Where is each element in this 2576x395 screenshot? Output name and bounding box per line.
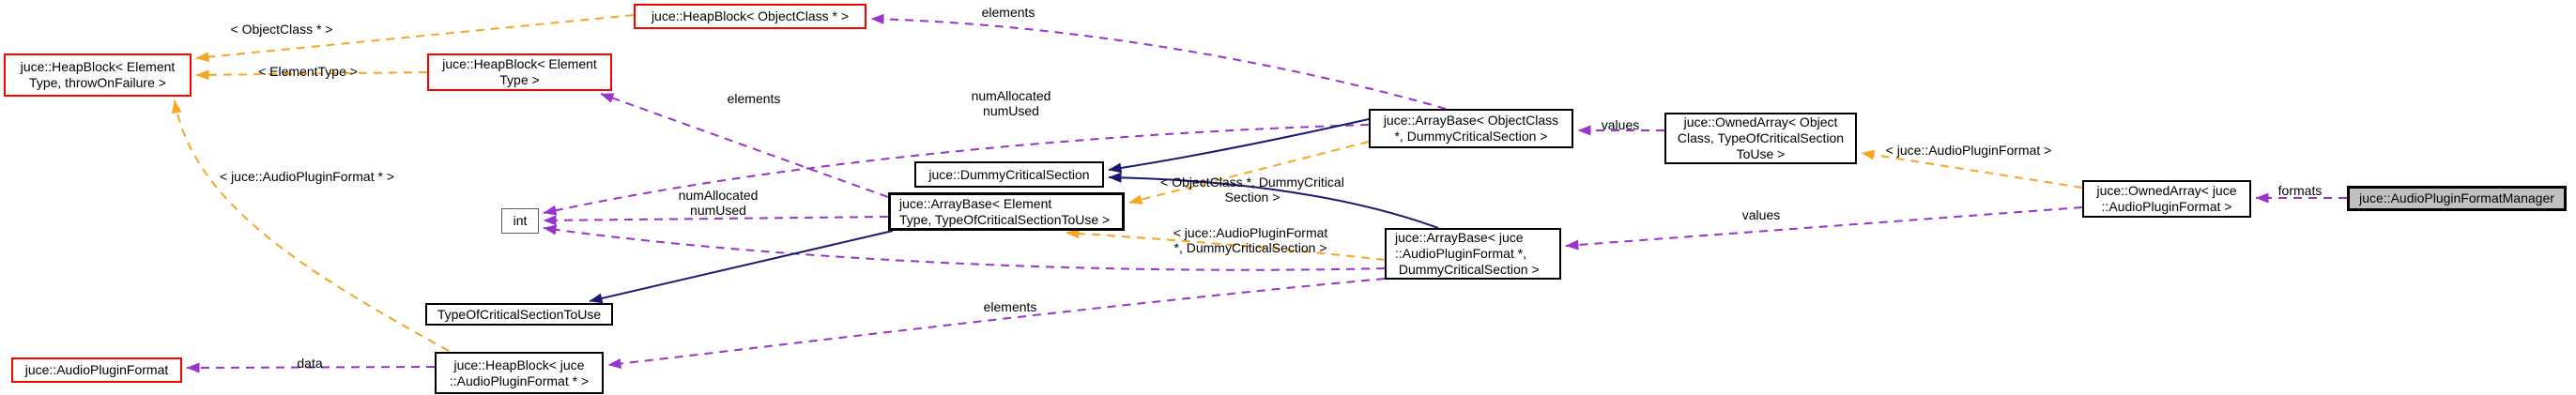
inheritance-edge-arraybase-oc-dummycs bbox=[1108, 118, 1370, 174]
inheritance-edge-arraybase-et-typeofcs bbox=[589, 230, 894, 304]
node-arraybase-elementtype-typeofcriticalsectiontouse[interactable]: juce::ArrayBase< Element Type, TypeOfCri… bbox=[888, 192, 1125, 231]
usage-edge-elements-mid bbox=[600, 93, 889, 198]
usage-edge-values-bottom bbox=[1565, 206, 2083, 251]
template-edge-objectclass-dummycs bbox=[1128, 141, 1370, 205]
node-ownedarray-audiopluginformat[interactable]: juce::OwnedArray< juce ::AudioPluginForm… bbox=[2082, 180, 2251, 218]
node-audiopluginformatmanager: juce::AudioPluginFormatManager bbox=[2347, 186, 2567, 211]
node-ownedarray-objectclass-typeofcriticalsectiontouse[interactable]: juce::OwnedArray< Object Class, TypeOfCr… bbox=[1664, 113, 1857, 164]
usage-edge-numallocated-mid bbox=[543, 215, 889, 226]
node-dummycriticalsection[interactable]: juce::DummyCriticalSection bbox=[914, 161, 1104, 188]
node-heapblock-objectclass-star[interactable]: juce::HeapBlock< ObjectClass * > bbox=[634, 4, 866, 29]
node-arraybase-audiopluginformat-dummycriticalsection[interactable]: juce::ArrayBase< juce ::AudioPluginForma… bbox=[1385, 228, 1561, 280]
usage-edge-numallocated-bottom bbox=[543, 224, 1386, 271]
usage-edge-elements-bottom bbox=[607, 278, 1386, 369]
template-edge-elementtype bbox=[195, 69, 428, 81]
node-heapblock-elementtype[interactable]: juce::HeapBlock< Element Type > bbox=[427, 53, 612, 91]
node-heapblock-audiopluginformat-star[interactable]: juce::HeapBlock< juce ::AudioPluginForma… bbox=[435, 352, 604, 394]
template-edge-audiopluginformat-dummycs bbox=[1066, 228, 1386, 261]
node-audiopluginformat[interactable]: juce::AudioPluginFormat bbox=[11, 357, 182, 383]
node-typeofcriticalsectiontouse[interactable]: TypeOfCriticalSectionToUse bbox=[425, 303, 613, 326]
template-edge-objectclass-star bbox=[195, 14, 635, 63]
usage-edge-data bbox=[186, 362, 436, 373]
inheritance-edge-arraybase-apf-dummycs bbox=[1108, 172, 1439, 229]
template-edge-audiopluginformat-star bbox=[171, 99, 450, 352]
template-edge-audiopluginformat bbox=[1861, 149, 2083, 189]
node-heapblock-elementtype-throwonfailure[interactable]: juce::HeapBlock< Element Type, throwOnFa… bbox=[4, 53, 192, 97]
usage-edge-elements-top bbox=[870, 13, 1447, 110]
usage-edge-numallocated-top bbox=[543, 124, 1370, 216]
node-arraybase-objectclass-dummycriticalsection[interactable]: juce::ArrayBase< ObjectClass *, DummyCri… bbox=[1369, 109, 1573, 148]
node-int[interactable]: int bbox=[501, 208, 539, 234]
